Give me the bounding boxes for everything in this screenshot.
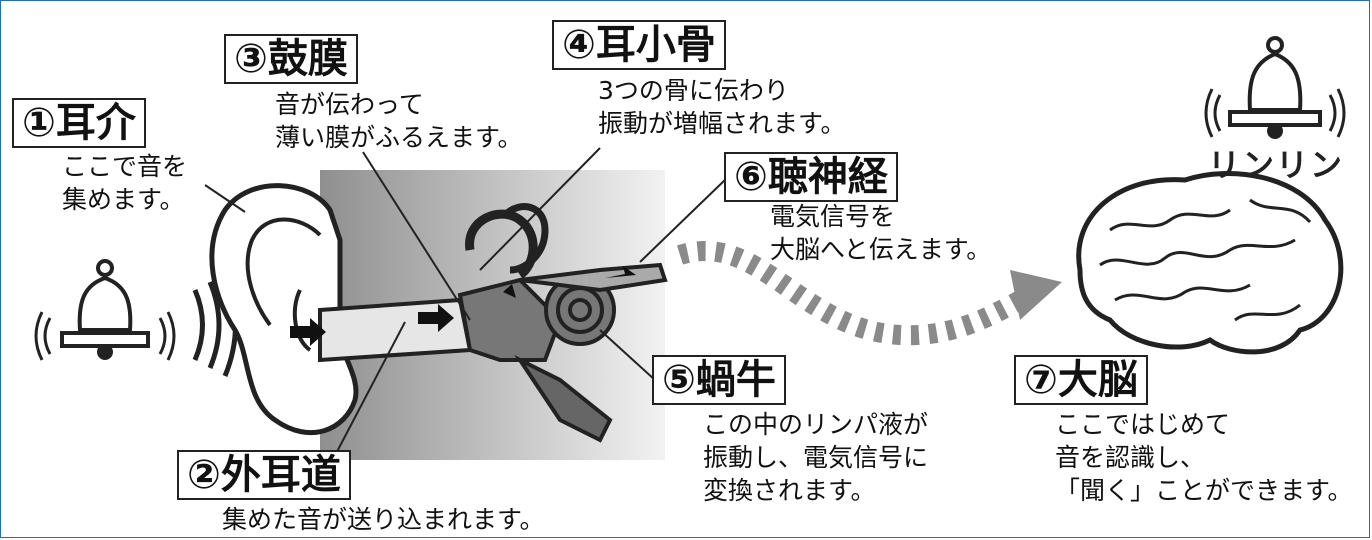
auditory-nerve-description: 電気信号を 大脳へと伝えます。 [770,202,992,264]
signal-arrow-path [677,241,1035,346]
cochlea-label: ⑤蝸牛 [652,355,786,405]
auditory-nerve-label: ⑥聴神経 [724,152,898,202]
cochlea-description: この中のリンパ液が 振動し、電気信号に 変換されます。 [703,410,929,505]
ossicles-description: 3つの骨に伝わり 振動が増幅されます。 [598,76,846,138]
left-bell-vibration-icon [34,311,176,361]
ear-canal-shape [318,297,473,363]
eardrum-label: ③鼓膜 [224,34,358,84]
ear-canal-label: ②外耳道 [177,450,351,500]
right-bell-icon [1228,36,1322,139]
cerebrum-description: ここではじめて 音を認識し、 「聞く」ことができます。 [1055,410,1353,505]
brain-icon [1076,171,1344,355]
pinna-label: ①耳介 [12,98,146,148]
ossicles-label: ④耳小骨 [552,20,726,70]
pinna-description: ここで音を 集めます。 [62,152,188,214]
right-bell-vibration-icon [1204,88,1346,138]
bell-sound-text: リンリン [1208,146,1345,184]
left-bell-icon [60,259,150,360]
cerebrum-label: ⑦大脳 [1014,355,1148,405]
eardrum-description: 音が伝わって 薄い膜がふるえます。 [275,90,523,152]
ear-canal-description: 集めた音が送り込まれます。 [222,505,545,534]
sound-path-arrows [290,266,636,346]
leader-lines [204,147,728,466]
signal-arrow-head [1010,270,1062,320]
pinna-shape [209,183,359,436]
